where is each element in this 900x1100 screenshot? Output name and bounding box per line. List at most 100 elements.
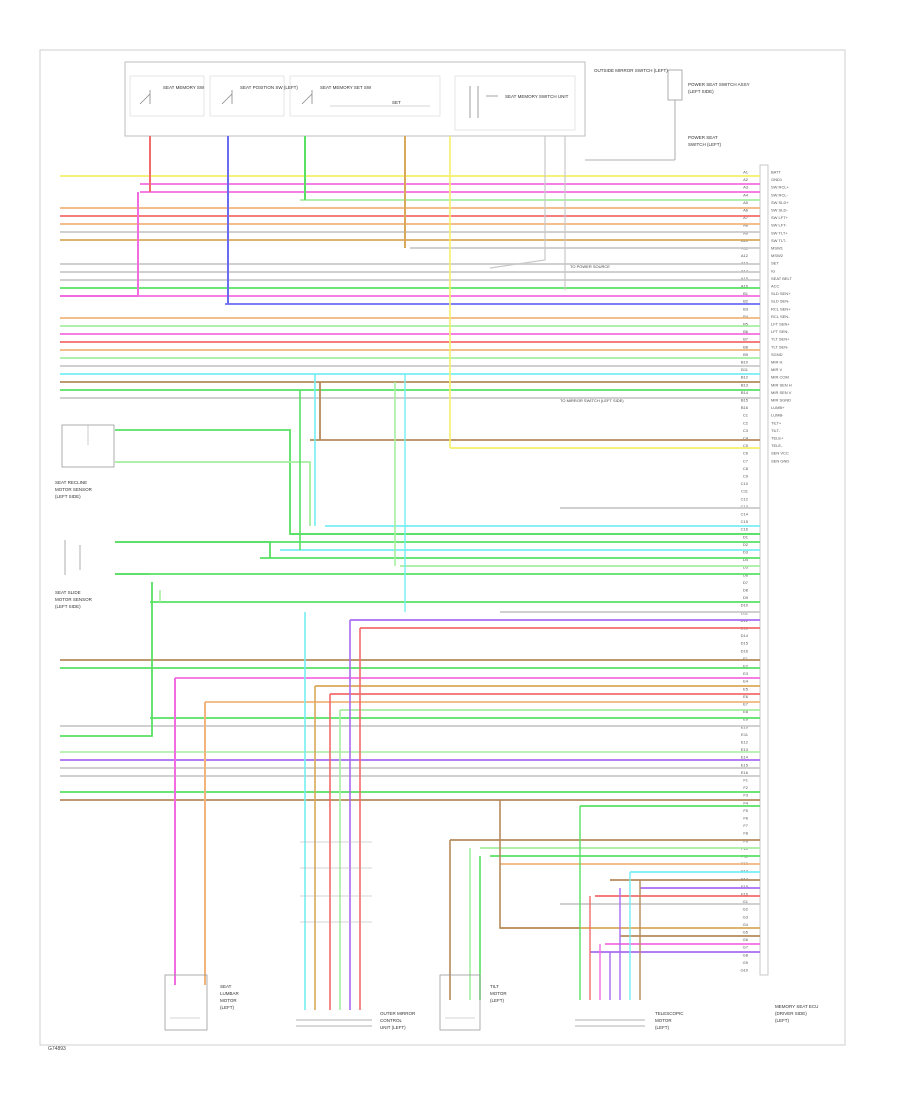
tele-motor-label-2: MOTOR (655, 1018, 672, 1023)
ecu-pin-label: E12 (741, 740, 749, 745)
ecu-signal-label: LFT SEN+ (771, 322, 790, 327)
ecu-pin-label: B9 (743, 352, 749, 357)
ecu-pin-label: C5 (743, 443, 749, 448)
ecu-signal-label: SEAT BELT (771, 276, 792, 281)
ecu-signal-label: MIR SGND (771, 398, 791, 403)
ecu-pin-label: D10 (741, 603, 749, 608)
footer-code: G74893 (48, 1046, 66, 1052)
ecu-signal-label: MIR H (771, 360, 782, 365)
ecu-pin-label: F5 (743, 808, 748, 813)
top-switch-3-label: SEAT MEMORY SET SW (320, 85, 372, 90)
ecu-signal-label: SLD SEN- (771, 299, 790, 304)
slide-sensor-label-2: MOTOR SENSOR (55, 597, 93, 602)
ecu-pin-label: E1 (743, 656, 749, 661)
lower-mirror-label-3: UNIT (LEFT) (380, 1025, 406, 1030)
diagram-border (39, 49, 846, 1046)
side-assembly-sub: (LEFT SIDE) (688, 89, 714, 94)
lumbar-motor-label-4: (LEFT) (220, 1005, 235, 1010)
ecu-signal-label: RCL SEN- (771, 314, 790, 319)
ecu-pin-label: A8 (743, 223, 749, 228)
ecu-pin-label: F6 (743, 816, 748, 821)
ecu-pin-label: E15 (741, 762, 749, 767)
ecu-pin-label: A7 (743, 215, 749, 220)
ecu-pin-label: E16 (741, 770, 749, 775)
ecu-pin-label: D9 (743, 595, 749, 600)
ecu-pin-label: D14 (741, 633, 749, 638)
telescopic-motor: TELESCOPIC MOTOR (LEFT) (575, 1011, 684, 1030)
ecu-pin-label: B15 (741, 398, 749, 403)
ecu-pin-label: G10 (740, 968, 748, 973)
ecu-signal-label: GND1 (771, 177, 783, 182)
ecu-pin-label: C1 (743, 413, 749, 418)
ecu-pin-label: B7 (743, 337, 749, 342)
ecu-pin-label: C10 (741, 481, 749, 486)
lower-right-label-b: SWITCH (LEFT) (688, 142, 721, 147)
ecu-pin-label: D2 (743, 542, 749, 547)
annotation-power-source: TO POWER SOURCE (570, 264, 610, 269)
lower-mirror-label-2: CONTROL (380, 1018, 402, 1023)
wire-harness (60, 136, 760, 1010)
top-switch-assembly: SEAT MEMORY SW SEAT POSITION SW (LEFT) S… (124, 61, 750, 161)
ecu-signal-label: SET (771, 261, 779, 266)
ecu-pin-label: G4 (743, 922, 749, 927)
ecu-pin-label: C12 (741, 496, 749, 501)
ecu-signal-label: RCL SEN+ (771, 306, 791, 311)
ecu-pin-label: F2 (743, 785, 748, 790)
recline-sensor-label-3: (LEFT SIDE) (55, 494, 81, 499)
ecu-label-1: MEMORY SEAT ECU (775, 1004, 818, 1009)
ecu-pin-label: C8 (743, 466, 749, 471)
ecu-pin-label: D15 (741, 641, 749, 646)
wire-brown-bottom (499, 800, 580, 929)
tilt-motor-label-3: (LEFT) (490, 998, 505, 1003)
lower-mirror-label-1: OUTER MIRROR (380, 1011, 416, 1016)
wire-slide-a (115, 541, 271, 558)
ecu-pin-label: E9 (743, 717, 749, 722)
ecu-pin-label: F7 (743, 823, 748, 828)
ecu-pin-label: C7 (743, 458, 749, 463)
ecu-signal-label: BATT (771, 170, 781, 175)
ecu-pin-label: D1 (743, 534, 749, 539)
ecu-pin-label: A12 (741, 253, 749, 258)
top-module-label: SEAT MEMORY SWITCH UNIT (505, 94, 569, 99)
ecu-signal-label: SW LFT+ (771, 215, 789, 220)
ecu-pin-label: C2 (743, 420, 749, 425)
ecu-pin-label: D5 (743, 565, 749, 570)
ecu-pin-label: F14 (741, 876, 749, 881)
slide-sensor-label-3: (LEFT SIDE) (55, 604, 81, 609)
recline-sensor-label-2: MOTOR SENSOR (55, 487, 93, 492)
ecu-pin-label: B1 (743, 291, 749, 296)
ecu-signal-label: MIR V (771, 367, 782, 372)
ecu-signal-label: MIR COM (771, 375, 789, 380)
ecu-pin-label: A1 (743, 170, 749, 175)
ecu-signal-label: SW LFT- (771, 223, 787, 228)
ecu-pin-label: B5 (743, 322, 749, 327)
ecu-pin-label: E2 (743, 664, 749, 669)
ecu-pin-label: B6 (743, 329, 749, 334)
wire-recline-a (115, 429, 760, 535)
ecu-pin-label: B4 (743, 314, 749, 319)
annotation-mirror-switch: TO MIRROR SWITCH (LEFT SIDE) (560, 398, 624, 403)
ecu-signal-label: TELE- (771, 443, 783, 448)
ecu-pin-label: C15 (741, 519, 749, 524)
wire-drop-pink (60, 192, 139, 297)
ecu-signal-label: TLT SEN+ (771, 337, 790, 342)
ecu-signal-label: SW RCL- (771, 192, 789, 197)
ecu-pin-label: C16 (741, 527, 749, 532)
ecu-pin-label: C14 (741, 512, 749, 517)
ecu-pin-label: D4 (743, 557, 749, 562)
ecu-label-2: (DRIVER SIDE) (775, 1011, 807, 1016)
ecu-pin-label: D16 (741, 648, 749, 653)
ecu-pin-label: F4 (743, 800, 748, 805)
ecu-signal-label: SLD SEN+ (771, 291, 791, 296)
ecu-signal-label: SW TLT- (771, 238, 787, 243)
wire-drop-grey-1 (489, 136, 546, 269)
ecu-pin-label: G8 (743, 952, 749, 957)
ecu-signal-label: LUMB+ (771, 405, 785, 410)
ecu-pin-label: A6 (743, 208, 749, 213)
ecu-pin-label: G7 (743, 945, 749, 950)
ecu-pin-label: D8 (743, 588, 749, 593)
ecu-signal-label: TILT- (771, 428, 781, 433)
ecu-pin-label: B3 (743, 306, 749, 311)
